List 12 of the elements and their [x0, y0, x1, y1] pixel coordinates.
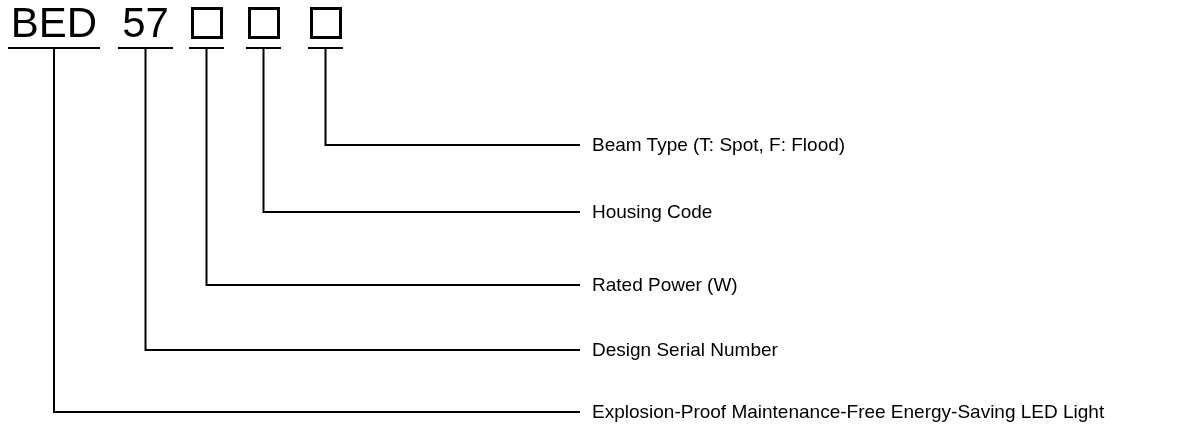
- leader-line: [324, 48, 581, 146]
- description-label: Design Serial Number: [580, 336, 910, 364]
- leader-line: [262, 48, 581, 213]
- description-label: Beam Type (T: Spot, F: Flood): [580, 131, 910, 159]
- code-segment: 57: [118, 0, 173, 49]
- leader-line: [144, 48, 581, 351]
- description-label: Rated Power (W): [580, 271, 910, 299]
- code-segment: BED: [8, 0, 100, 49]
- description-label: Housing Code: [580, 198, 910, 226]
- description-label: Explosion-Proof Maintenance-Free Energy-Saving LED Light: [580, 398, 1196, 426]
- leader-line: [205, 48, 581, 286]
- leader-line: [53, 48, 581, 413]
